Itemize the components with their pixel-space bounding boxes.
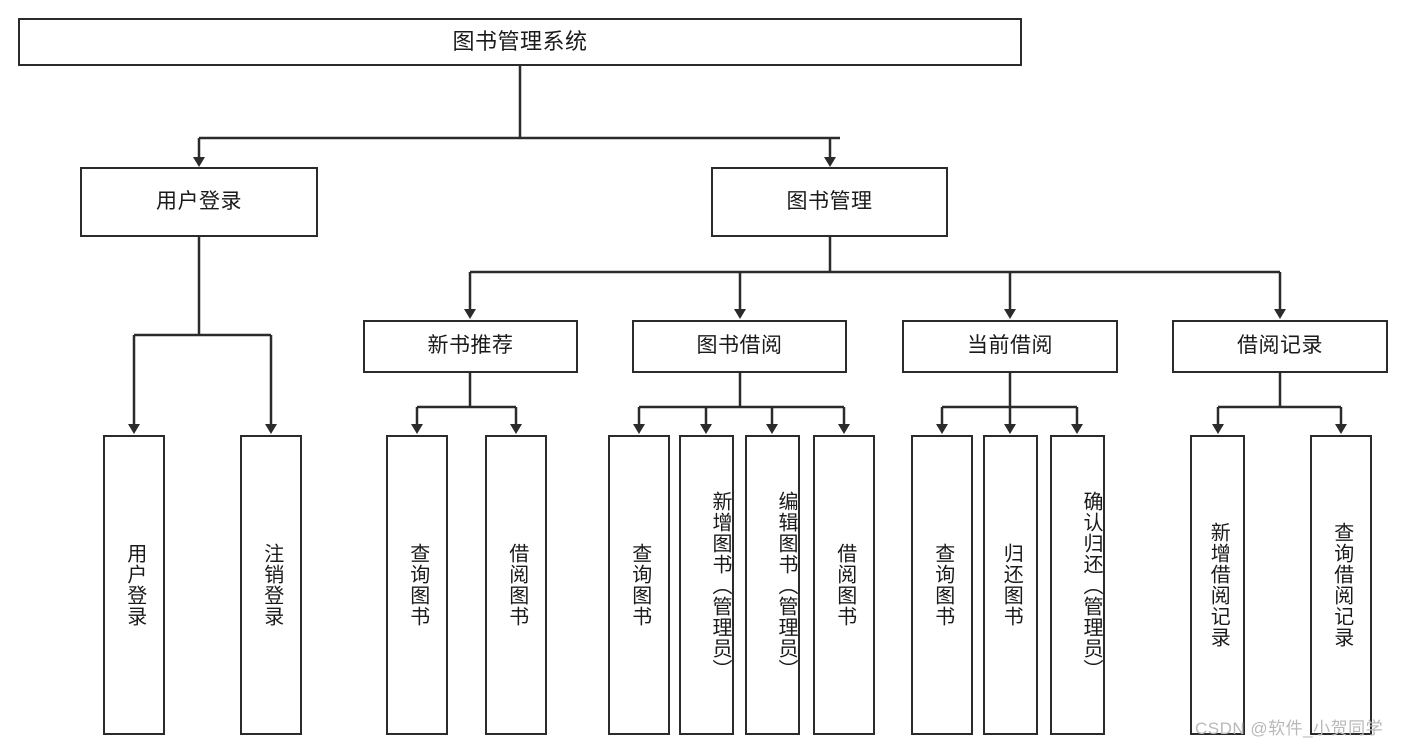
node-user-login[interactable]: 用户登录	[80, 167, 318, 237]
node-new-book-recommend[interactable]: 新书推荐	[363, 320, 578, 373]
node-leaf-edit-book[interactable]: 编辑图书（管理员）	[745, 435, 800, 735]
node-leaf-add-record[interactable]: 新增借阅记录	[1190, 435, 1245, 735]
node-leaf-query-record[interactable]: 查询借阅记录	[1310, 435, 1372, 735]
node-leaf-confirm-return[interactable]: 确认归还（管理员）	[1050, 435, 1105, 735]
node-leaf-query-book-cur[interactable]: 查询图书	[911, 435, 973, 735]
node-current-borrow[interactable]: 当前借阅	[902, 320, 1118, 373]
node-leaf-query-book-bor[interactable]: 查询图书	[608, 435, 670, 735]
node-leaf-query-book-rec[interactable]: 查询图书	[386, 435, 448, 735]
csdn-watermark: CSDN @软件_小贺同学	[1195, 719, 1384, 738]
node-leaf-return-book[interactable]: 归还图书	[983, 435, 1038, 735]
node-leaf-borrow-book-rec[interactable]: 借阅图书	[485, 435, 547, 735]
node-borrow-record[interactable]: 借阅记录	[1172, 320, 1388, 373]
node-book-borrow[interactable]: 图书借阅	[632, 320, 847, 373]
node-root[interactable]: 图书管理系统	[18, 18, 1022, 66]
node-leaf-user-login[interactable]: 用户登录	[103, 435, 165, 735]
node-book-manage[interactable]: 图书管理	[711, 167, 948, 237]
node-leaf-borrow-book-bor[interactable]: 借阅图书	[813, 435, 875, 735]
node-leaf-add-book[interactable]: 新增图书（管理员）	[679, 435, 734, 735]
node-leaf-logout[interactable]: 注销登录	[240, 435, 302, 735]
